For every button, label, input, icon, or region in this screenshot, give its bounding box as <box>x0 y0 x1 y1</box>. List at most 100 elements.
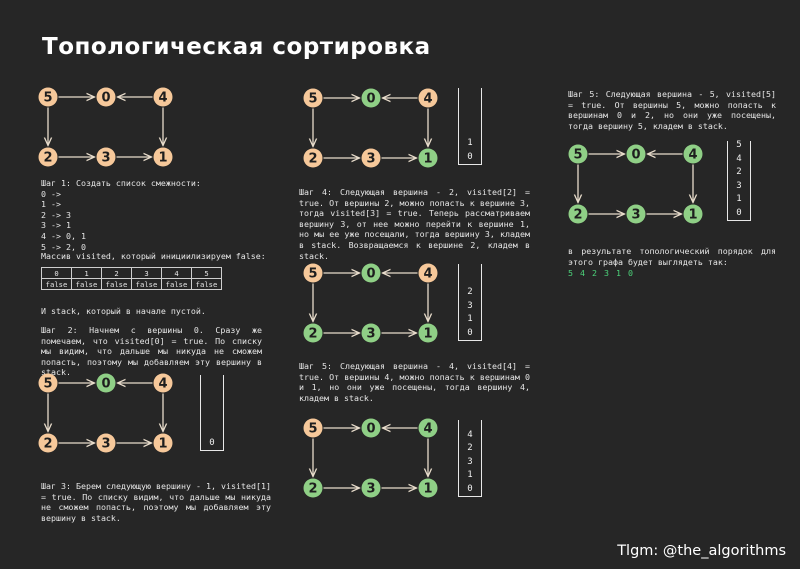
svg-text:0: 0 <box>366 92 375 107</box>
graph-final: 5 0 4 2 3 1 <box>568 144 703 224</box>
stack-item: 1 <box>467 470 473 480</box>
visited-header-cell: 5 <box>191 267 222 279</box>
node-3: 3 <box>626 204 646 224</box>
node-3: 3 <box>96 147 116 167</box>
visited-header-cell: 2 <box>101 267 132 279</box>
node-0: 0 <box>626 144 646 164</box>
svg-text:5: 5 <box>573 148 582 163</box>
visited-header-cell: 3 <box>131 267 162 279</box>
node-5: 5 <box>303 418 323 438</box>
stack-item: 0 <box>467 327 473 338</box>
node-4: 4 <box>683 144 703 164</box>
svg-text:1: 1 <box>158 151 167 166</box>
node-4: 4 <box>418 263 438 283</box>
node-1: 1 <box>418 323 438 343</box>
visited-header-cell: 4 <box>161 267 192 279</box>
step5b-text: Шаг 5: Следующая вершина - 5, visited[5]… <box>568 89 776 131</box>
svg-text:1: 1 <box>423 152 432 167</box>
svg-text:3: 3 <box>101 437 110 452</box>
node-2: 2 <box>303 148 323 168</box>
graph-step4: 5 0 4 2 3 1 <box>303 263 438 343</box>
node-2: 2 <box>38 147 58 167</box>
visited-value-row: false false false false false false <box>41 278 222 290</box>
stack-item: 3 <box>467 300 473 311</box>
node-2: 2 <box>568 204 588 224</box>
svg-text:2: 2 <box>308 152 317 167</box>
svg-text:0: 0 <box>101 91 110 106</box>
node-2: 2 <box>38 433 58 453</box>
svg-text:5: 5 <box>43 91 52 106</box>
svg-text:2: 2 <box>308 327 317 342</box>
svg-text:4: 4 <box>423 422 432 437</box>
svg-text:0: 0 <box>631 148 640 163</box>
step2-text: Шаг 2: Начнем с вершины 0. Сразу же поме… <box>41 325 262 378</box>
visited-header-row: 0 1 2 3 4 5 <box>41 267 222 279</box>
stack-step2: 0 <box>200 375 224 451</box>
svg-text:1: 1 <box>423 327 432 342</box>
node-5: 5 <box>38 87 58 107</box>
svg-text:1: 1 <box>158 437 167 452</box>
svg-text:4: 4 <box>158 377 167 392</box>
visited-value-cell: false <box>41 278 72 290</box>
node-4: 4 <box>418 88 438 108</box>
stack-intro-text: И stack, который в начале пустой. <box>41 306 206 316</box>
svg-text:0: 0 <box>101 377 110 392</box>
node-3: 3 <box>361 478 381 498</box>
node-2: 2 <box>303 323 323 343</box>
node-4: 4 <box>418 418 438 438</box>
node-0: 0 <box>96 87 116 107</box>
step1-adjacency-text: Шаг 1: Создать список смежности: 0 -> 1 … <box>41 178 201 252</box>
svg-text:3: 3 <box>366 327 375 342</box>
stack-item: 0 <box>736 207 742 218</box>
telegram-signature: Tlgm: @the_algorithms <box>617 543 786 559</box>
page-title: Топологическая сортировка <box>42 34 431 60</box>
node-3: 3 <box>96 433 116 453</box>
svg-text:4: 4 <box>423 267 432 282</box>
node-3: 3 <box>361 148 381 168</box>
stack-item: 4 <box>736 153 742 164</box>
node-0: 0 <box>96 373 116 393</box>
stack-item: 1 <box>467 314 473 324</box>
svg-text:3: 3 <box>101 151 110 166</box>
svg-text:2: 2 <box>573 208 582 223</box>
node-1: 1 <box>683 204 703 224</box>
svg-text:5: 5 <box>43 377 52 392</box>
visited-value-cell: false <box>131 278 162 290</box>
visited-header-cell: 0 <box>41 267 72 279</box>
stack-item: 3 <box>467 456 473 467</box>
svg-text:5: 5 <box>308 422 317 437</box>
stack-item: 0 <box>209 437 215 448</box>
svg-text:2: 2 <box>43 437 52 452</box>
graph-initial: 5 0 4 2 3 1 <box>38 87 173 167</box>
stack-item: 1 <box>467 138 473 148</box>
visited-intro-text: Массив visited, который инициилизируем f… <box>41 251 266 261</box>
step4-text: Шаг 4: Следующая вершина - 2, visited[2]… <box>299 187 530 261</box>
visited-value-cell: false <box>161 278 192 290</box>
svg-text:5: 5 <box>308 92 317 107</box>
node-1: 1 <box>153 433 173 453</box>
svg-text:3: 3 <box>631 208 640 223</box>
visited-value-cell: false <box>101 278 132 290</box>
step5a-text: Шаг 5: Следующая вершина - 4, visited[4]… <box>299 361 530 403</box>
node-4: 4 <box>153 87 173 107</box>
node-0: 0 <box>361 263 381 283</box>
stack-item: 4 <box>467 429 473 440</box>
node-1: 1 <box>418 148 438 168</box>
node-1: 1 <box>418 478 438 498</box>
svg-text:2: 2 <box>43 151 52 166</box>
visited-table: 0 1 2 3 4 5 false false false false fals… <box>41 267 222 290</box>
svg-text:0: 0 <box>366 422 375 437</box>
stack-item: 0 <box>467 151 473 162</box>
visited-value-cell: false <box>71 278 102 290</box>
node-5: 5 <box>568 144 588 164</box>
stack-item: 2 <box>736 167 742 177</box>
node-1: 1 <box>153 147 173 167</box>
step3-text: Шаг 3: Берем следующую вершину - 1, visi… <box>41 481 271 523</box>
conclusion-text: в результате топологический порядок для … <box>568 246 776 267</box>
node-5: 5 <box>303 263 323 283</box>
node-3: 3 <box>361 323 381 343</box>
node-5: 5 <box>303 88 323 108</box>
